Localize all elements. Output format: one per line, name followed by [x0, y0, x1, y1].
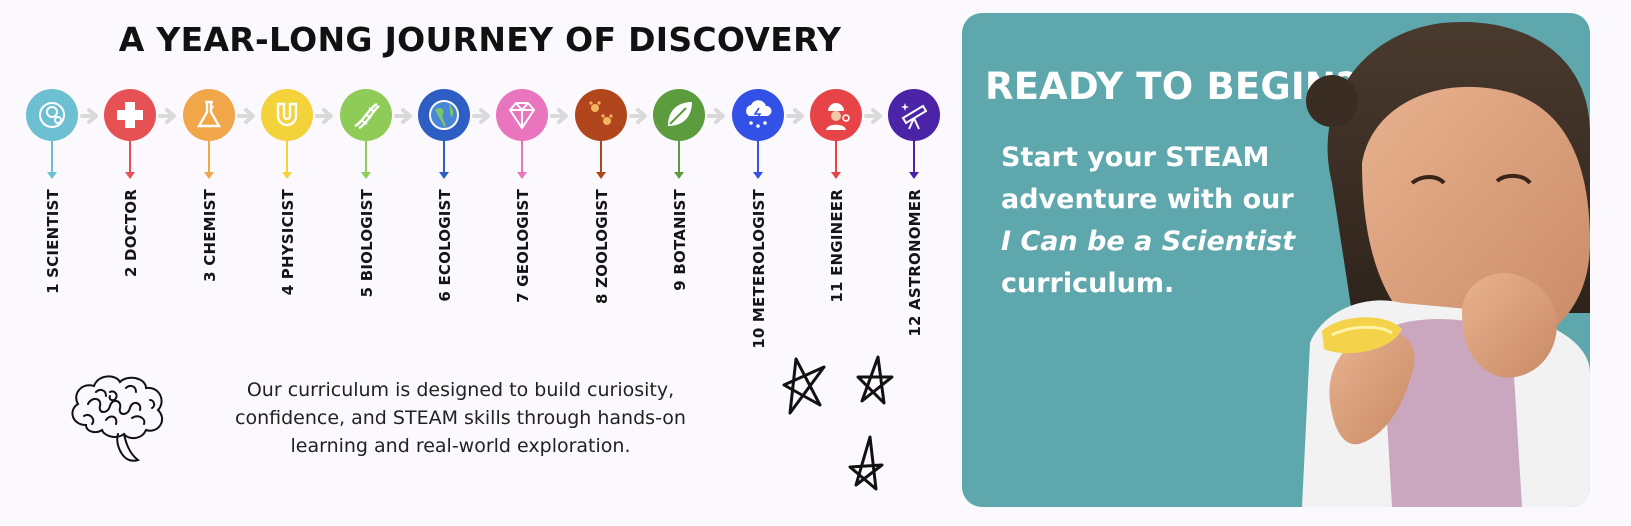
child-photo — [1302, 21, 1590, 507]
chevron-right-icon — [707, 108, 726, 124]
step-connector-arrow — [517, 141, 528, 179]
journey-step: 3 CHEMIST — [179, 89, 239, 359]
step-connector-arrow — [203, 141, 214, 179]
journey-step: 12 ASTRONOMER — [884, 89, 944, 359]
globe-icon — [418, 89, 470, 141]
journey-step: 2 DOCTOR — [100, 89, 160, 359]
step-label: 3 CHEMIST — [200, 189, 219, 282]
page-title: A YEAR-LONG JOURNEY OF DISCOVERY — [118, 20, 842, 59]
chevron-right-icon — [80, 108, 98, 124]
journey-step: 4 PHYSICIST — [257, 89, 317, 359]
rain-cloud-icon — [731, 89, 784, 141]
step-connector-arrow — [909, 141, 920, 179]
step-connector-arrow — [831, 141, 841, 179]
panel-line-4: curriculum. — [1001, 268, 1175, 299]
journey-step: 10 METEROLOGIST — [728, 89, 788, 359]
step-connector-arrow — [47, 141, 57, 179]
journey-step: 8 ZOOLOGIST — [571, 89, 631, 359]
step-label: 10 METEROLOGIST — [749, 189, 768, 349]
telescope-icon — [888, 89, 941, 141]
step-label: 12 ASTRONOMER — [906, 189, 925, 337]
step-label: 9 BOTANIST — [671, 189, 690, 291]
panel-line-3: I Can be a Scientist — [1001, 226, 1296, 257]
flask-icon — [182, 89, 235, 141]
journey-step: 9 BOTANIST — [649, 89, 709, 359]
step-connector-arrow — [360, 141, 371, 179]
chevron-right-icon — [628, 108, 647, 124]
journey-step: 11 ENGINEER — [806, 89, 866, 359]
step-label: 11 ENGINEER — [828, 189, 846, 303]
chevron-right-icon — [315, 108, 334, 124]
journey-step: 7 GEOLOGIST — [492, 89, 552, 359]
panel-body: Start your STEAM adventure with our I Ca… — [1001, 137, 1361, 305]
step-connector-arrow — [752, 141, 763, 179]
step-connector-arrow — [125, 141, 136, 179]
ready-to-begin-panel: READY TO BEGIN? Start your STEAM adventu… — [962, 13, 1590, 507]
panel-title: READY TO BEGIN? — [985, 65, 1358, 108]
step-label: 6 ECOLOGIST — [436, 189, 454, 302]
panel-line-2: adventure with our — [1001, 184, 1294, 215]
chevron-right-icon — [472, 108, 490, 124]
chevron-right-icon — [393, 108, 412, 124]
journey-step: 1 SCIENTIST — [22, 89, 82, 359]
dna-icon — [339, 89, 392, 141]
step-label: 4 PHYSICIST — [279, 189, 298, 296]
step-label: 8 ZOOLOGIST — [592, 189, 611, 304]
step-label: 7 GEOLOGIST — [514, 189, 533, 303]
chevron-right-icon — [550, 108, 569, 124]
chevron-right-icon — [864, 108, 882, 124]
step-connector-arrow — [439, 141, 449, 179]
panel-line-1: Start your STEAM — [1001, 142, 1270, 173]
step-label: 2 DOCTOR — [122, 189, 141, 278]
paw-prints-icon — [574, 89, 627, 141]
step-label: 1 SCIENTIST — [44, 189, 62, 294]
journey-step: 5 BIOLOGIST — [336, 89, 396, 359]
leaf-icon — [653, 89, 706, 141]
brain-doodle-icon — [71, 375, 164, 462]
star-doodles-icon — [782, 355, 894, 491]
magnet-icon — [261, 89, 314, 141]
medical-cross-icon — [104, 89, 157, 141]
curriculum-description: Our curriculum is designed to build curi… — [235, 379, 686, 457]
chevron-right-icon — [158, 108, 177, 124]
chevron-right-icon — [236, 108, 255, 124]
gem-icon — [496, 89, 549, 141]
step-label: 5 BIOLOGIST — [357, 189, 376, 298]
step-connector-arrow — [282, 141, 293, 179]
chevron-right-icon — [785, 108, 804, 124]
journey-step: 6 ECOLOGIST — [414, 89, 474, 359]
step-connector-arrow — [674, 141, 685, 179]
scientist-brain-icon — [26, 89, 78, 141]
step-connector-arrow — [595, 141, 606, 179]
engineer-icon — [810, 89, 862, 141]
